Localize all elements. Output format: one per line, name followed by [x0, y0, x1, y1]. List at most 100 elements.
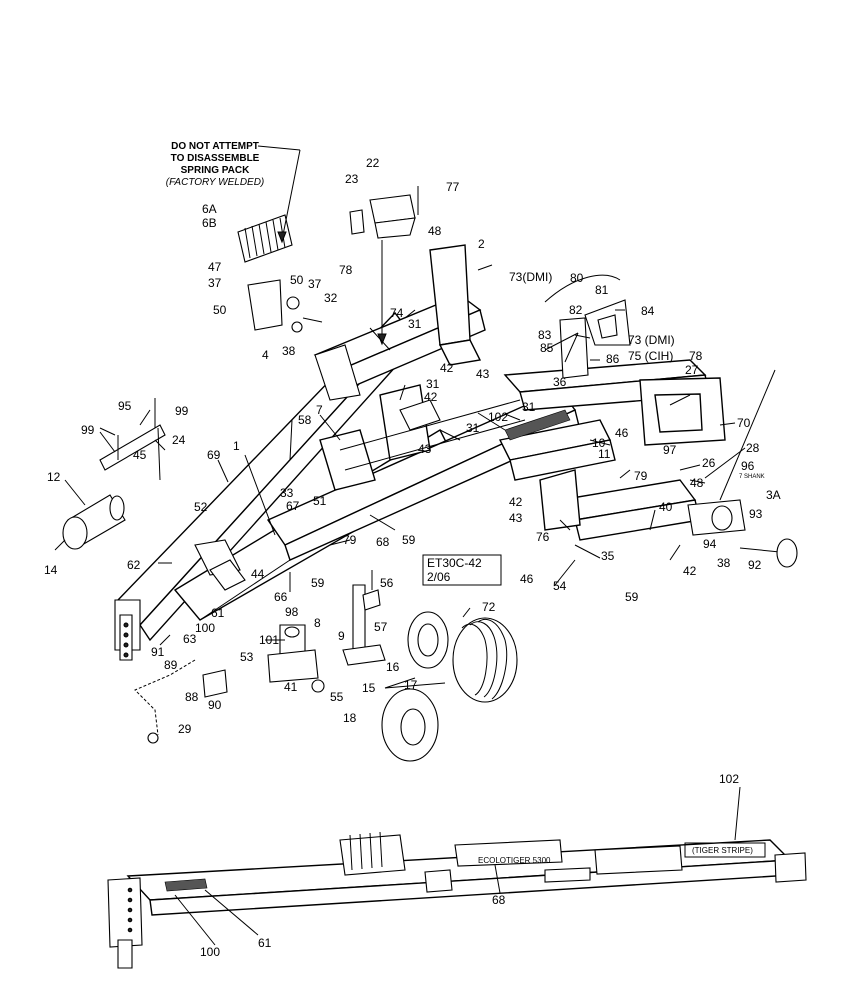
wheel-assembly [381, 611, 518, 762]
callout-1: 1 [233, 439, 240, 453]
callout-100-b: 100 [200, 945, 220, 959]
bracket-22-23 [349, 186, 419, 346]
callout-42-a: 42 [440, 361, 454, 375]
gauge-bracket-80 [544, 274, 631, 379]
callout-81: 81 [595, 283, 609, 297]
callout-86: 86 [606, 352, 620, 366]
callout-59-b: 59 [311, 576, 325, 590]
callout-42-d: 42 [683, 564, 697, 578]
callout-31-b: 31 [426, 377, 440, 391]
shank-tag: 7 SHANK [739, 474, 765, 480]
callout-38-a: 38 [282, 344, 296, 358]
detail-view [107, 831, 807, 969]
callout-57: 57 [374, 620, 388, 634]
callout-15: 15 [362, 681, 376, 695]
callout-50-a: 50 [213, 303, 227, 317]
callout-22: 22 [366, 156, 380, 170]
callout-47: 47 [208, 260, 222, 274]
callout-59-a: 59 [402, 533, 416, 547]
callout-73-dmi-2: 73 (DMI) [628, 333, 675, 347]
main-frame [313, 244, 726, 541]
callout-12: 12 [47, 470, 61, 484]
callout-79-a: 79 [343, 533, 357, 547]
callout-40: 40 [659, 500, 673, 514]
callout-54: 54 [553, 579, 567, 593]
callout-69: 69 [207, 448, 221, 462]
callout-88: 88 [185, 690, 199, 704]
callout-102-b: 102 [719, 772, 739, 786]
callout-93: 93 [749, 507, 763, 521]
leader-lines [54, 264, 746, 946]
callout-91: 91 [151, 645, 165, 659]
callout-43-c: 43 [509, 511, 523, 525]
callout-28: 28 [746, 441, 760, 455]
callout-100-a: 100 [195, 621, 215, 635]
callout-61-b: 61 [258, 936, 272, 950]
callout-43-a: 43 [476, 367, 490, 381]
callout-37-a: 37 [208, 276, 222, 290]
callout-97: 97 [663, 443, 677, 457]
callout-23: 23 [345, 172, 359, 186]
callout-98: 98 [285, 605, 299, 619]
callout-48-a: 48 [428, 224, 442, 238]
stamp-box: ET30C-42 2/06 [422, 554, 502, 586]
callout-36: 36 [553, 375, 567, 389]
callout-33: 33 [280, 486, 294, 500]
callout-96: 96 [741, 459, 755, 473]
callout-94: 94 [703, 537, 717, 551]
callout-11: 11 [598, 447, 611, 461]
callout-labels: 1 2 6A 6B 4 7 8 9 10 11 12 14 15 16 17 1… [44, 156, 781, 959]
tiger-stripe-decal: (TIGER STRIPE) [692, 846, 753, 855]
callout-50-b: 50 [290, 273, 304, 287]
callout-46-b: 46 [520, 572, 534, 586]
callout-48-b: 48 [690, 476, 704, 490]
safety-chain [134, 659, 228, 744]
callout-73-dmi: 73(DMI) [509, 270, 552, 284]
callout-56: 56 [380, 576, 394, 590]
callout-16: 16 [386, 660, 400, 674]
jack-stand [342, 570, 386, 666]
callout-102-a: 102 [488, 410, 508, 424]
callout-29: 29 [178, 722, 192, 736]
callout-37-b: 37 [308, 277, 322, 291]
callout-85: 85 [540, 341, 554, 355]
callout-70: 70 [737, 416, 751, 430]
callout-2: 2 [478, 237, 485, 251]
callout-101: 101 [259, 633, 279, 647]
stamp-line1: ET30C-42 [427, 556, 482, 570]
callout-10: 10 [592, 436, 606, 450]
callout-8: 8 [314, 616, 321, 630]
callout-31-a: 31 [408, 317, 422, 331]
hitch-clevis [265, 624, 325, 693]
callout-7: 7 [316, 403, 323, 417]
warning-note: DO NOT ATTEMPT TO DISASSEMBLE SPRING PAC… [166, 141, 301, 188]
callout-55: 55 [330, 690, 344, 704]
callout-14: 14 [44, 563, 58, 577]
callout-80: 80 [570, 271, 584, 285]
callout-89: 89 [164, 658, 178, 672]
callout-35: 35 [601, 549, 615, 563]
model-decal: ECOLOTIGER 5300 [478, 856, 551, 865]
callout-24: 24 [172, 433, 186, 447]
hitch-tube [62, 398, 166, 550]
callout-76: 76 [536, 530, 550, 544]
callout-42-b: 42 [424, 390, 438, 404]
callout-63: 63 [183, 632, 197, 646]
callout-51: 51 [313, 494, 327, 508]
callout-84: 84 [641, 304, 655, 318]
callout-43-b: 43 [418, 442, 432, 456]
callout-99-b: 99 [175, 404, 189, 418]
callout-52: 52 [194, 500, 208, 514]
stamp-line2: 2/06 [427, 570, 451, 584]
warning-line2: TO DISASSEMBLE [171, 153, 260, 164]
callout-79-b: 79 [634, 469, 648, 483]
callout-31-c: 31 [522, 400, 536, 414]
callout-46-a: 46 [615, 426, 629, 440]
callout-74: 74 [390, 306, 404, 320]
callout-68-b: 68 [492, 893, 506, 907]
spring-pack [237, 149, 323, 333]
warning-line4: (FACTORY WELDED) [166, 177, 265, 188]
callout-27: 27 [685, 363, 699, 377]
warning-line3: SPRING PACK [181, 165, 250, 176]
